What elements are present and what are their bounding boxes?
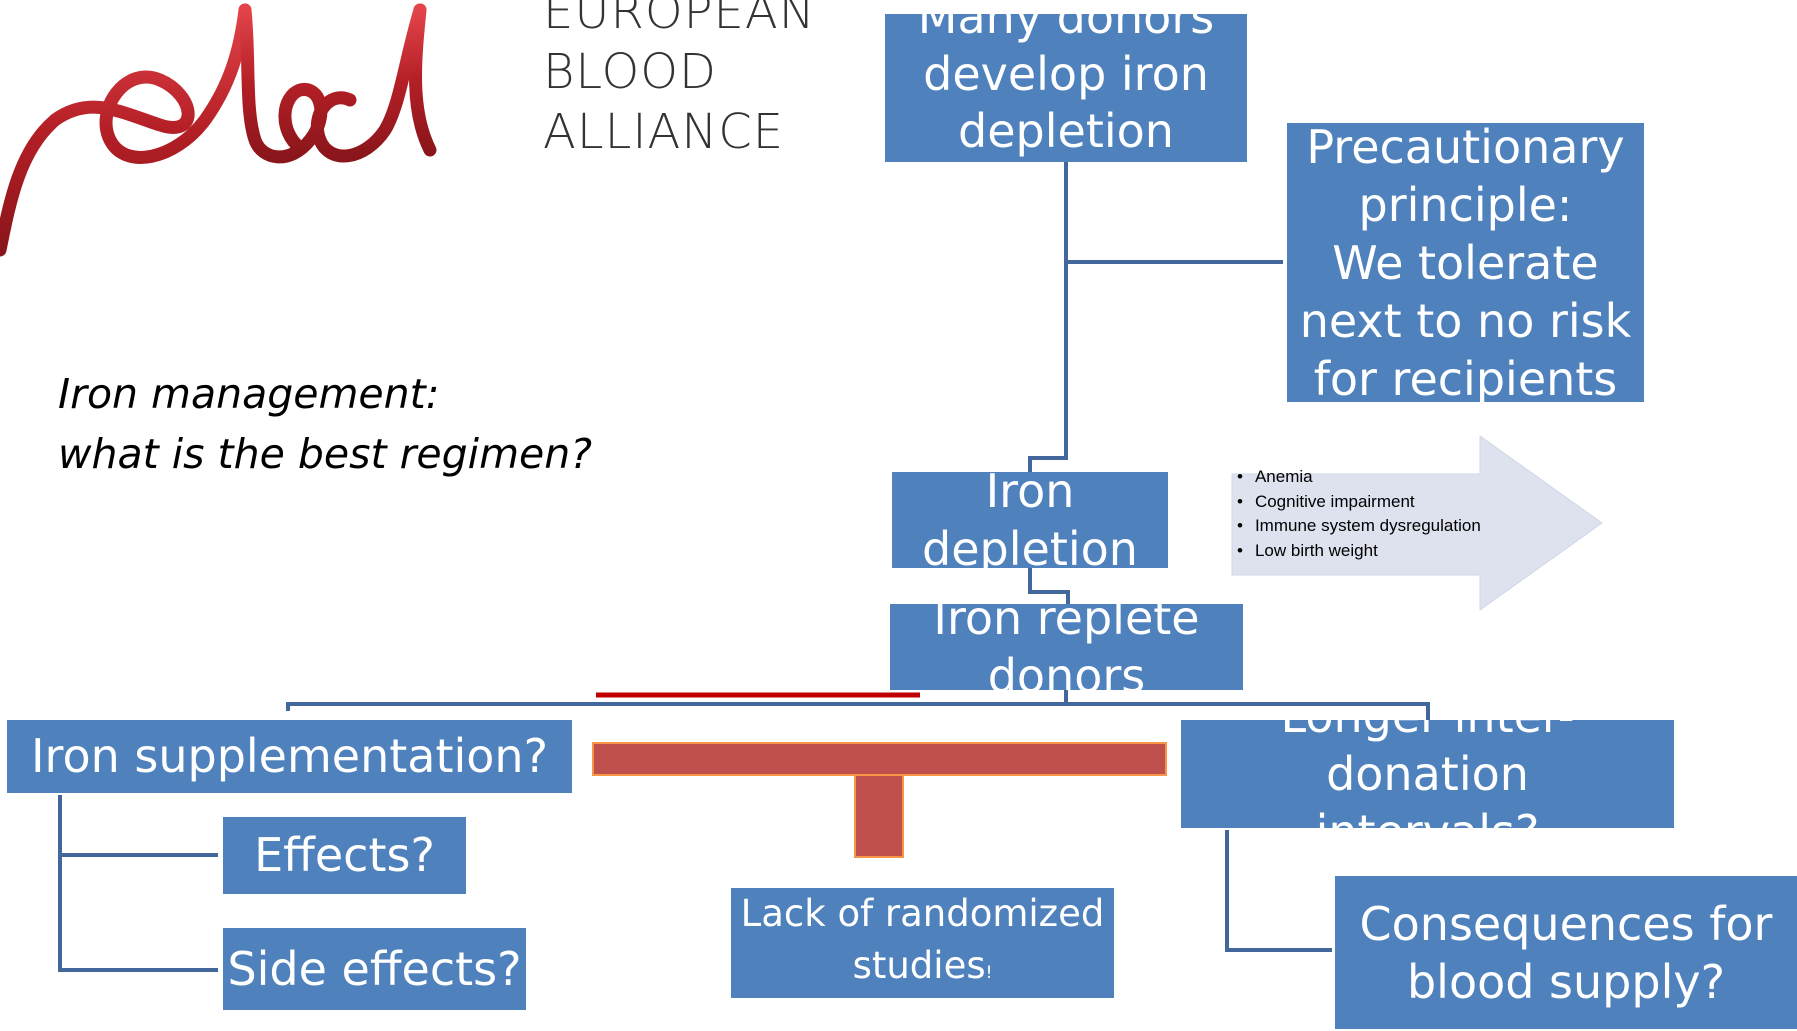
consequence-item: Immune system dysregulation: [1237, 514, 1481, 539]
box-consequences-text: Consequences for blood supply?: [1359, 896, 1773, 1009]
consequences-list: Anemia Cognitive impairment Immune syste…: [1237, 465, 1481, 563]
question-text: Iron management: what is the best regime…: [58, 364, 592, 484]
box-precautionary: Precautionary principle: We tolerate nex…: [1287, 123, 1644, 402]
eba-logo-icon: [0, 3, 437, 257]
connector-horizontal-bar: [286, 702, 1430, 720]
box-iron-supplementation-text: Iron supplementation?: [30, 729, 548, 784]
logo-swirl-icon: [0, 3, 252, 257]
org-line-3: ALLIANCE: [543, 104, 785, 160]
box-side-effects: Side effects?: [223, 928, 526, 1010]
consequence-item: Anemia: [1237, 465, 1481, 490]
box-effects-text: Effects?: [254, 828, 435, 883]
box-iron-replete: Iron replete donors: [890, 604, 1243, 690]
org-line-1: EUROPEAN: [543, 0, 816, 40]
box-lack-of-studies: Lack of randomized studies!: [731, 888, 1114, 998]
box-longer-intervals: Longer inter-donation intervals?: [1181, 720, 1674, 828]
box-lack-of-studies-line-2: studies!: [852, 943, 993, 987]
question-line-2: what is the best regimen?: [58, 430, 592, 478]
consequence-item: Cognitive impairment: [1237, 490, 1481, 515]
connector-depletion-to-replete: [1028, 568, 1070, 604]
box-side-effects-text: Side effects?: [227, 941, 522, 996]
connector-top-to-depletion: [1028, 162, 1068, 472]
org-name: EUROPEAN BLOOD ALLIANCE: [543, 0, 816, 162]
connector-supplementation-tree: [58, 795, 218, 972]
box-many-donors: Many donors develop iron depletion: [885, 14, 1247, 162]
box-longer-intervals-text: Longer inter-donation intervals?: [1281, 720, 1575, 828]
box-iron-depletion-text: Iron depletion: [922, 472, 1138, 568]
box-iron-replete-text: Iron replete donors: [933, 604, 1200, 690]
box-many-donors-text: Many donors develop iron depletion: [917, 14, 1215, 158]
box-consequences: Consequences for blood supply?: [1335, 876, 1797, 1029]
consequence-item: Low birth weight: [1237, 539, 1481, 564]
box-iron-depletion: Iron depletion: [892, 472, 1168, 568]
org-line-2: BLOOD: [543, 44, 717, 100]
box-lack-of-studies-line-1: Lack of randomized: [740, 891, 1105, 935]
question-line-1: Iron management:: [58, 370, 440, 418]
box-precautionary-text: Precautionary principle: We tolerate nex…: [1299, 123, 1632, 402]
box-iron-supplementation: Iron supplementation?: [7, 720, 572, 793]
box-effects: Effects?: [223, 817, 466, 894]
connector-intervals-tree: [1225, 830, 1332, 952]
exclamation-mark: !: [985, 962, 993, 983]
